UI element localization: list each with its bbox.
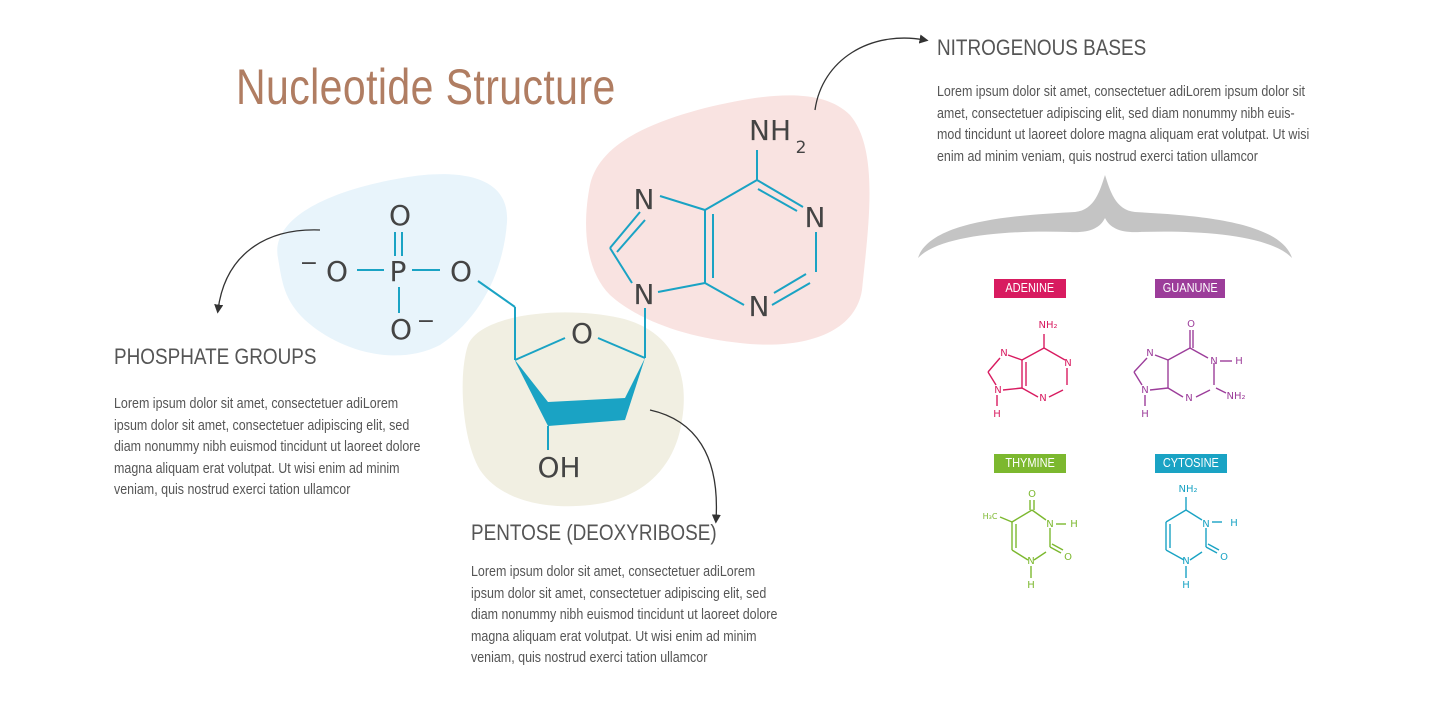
adenine-label-n-c: N xyxy=(1000,348,1007,359)
guanune-small-bonds xyxy=(1133,330,1232,406)
adenine-label-n-a: N xyxy=(1064,358,1071,369)
base-blob xyxy=(586,95,870,345)
phosphate-bonds xyxy=(357,232,516,313)
atom-n-imid-top: N xyxy=(634,183,655,216)
guanune-label-o: O xyxy=(1187,319,1195,330)
thymine-label-ch3: H₃C xyxy=(983,512,998,521)
phosphate-text: Lorem ipsum dolor sit amet, consectetuer… xyxy=(114,394,458,502)
cytosine-label-o: O xyxy=(1220,552,1228,563)
atom-nh: NH xyxy=(749,114,791,147)
badge-thymine-label: THYMINE xyxy=(1005,456,1055,470)
cytosine-small-bonds xyxy=(1165,497,1222,578)
bases-heading: NITROGENOUS BASES xyxy=(937,35,1147,60)
atom-nh-sub2: 2 xyxy=(796,138,807,158)
pentose-text-line: veniam, quis nostrud exerci tation ullam… xyxy=(471,650,708,666)
pentose-text-line: diam nonummy nibh euismod tincidunt ut l… xyxy=(471,607,778,623)
arrows xyxy=(214,34,929,524)
atom-n-bottom: N xyxy=(749,290,770,323)
bases-text-line: mod tincidunt ut laoreet dolore magna al… xyxy=(937,127,1310,143)
adenine-bonds xyxy=(609,150,817,320)
adenine-label-n-d: N xyxy=(994,385,1001,396)
atom-o-ring: O xyxy=(571,317,593,350)
arrow-to-bases xyxy=(814,34,929,111)
thymine-label-n-a: N xyxy=(1046,519,1053,530)
cytosine-label-nh2: NH₂ xyxy=(1178,484,1197,495)
adenine-label-n-b: N xyxy=(1039,393,1046,404)
cytosine-label-h2: H xyxy=(1182,580,1190,591)
phosphate-text-line: veniam, quis nostrud exerci tation ullam… xyxy=(114,482,351,498)
bases-text-line: Lorem ipsum dolor sit amet, consectetuer… xyxy=(937,84,1306,100)
phosphate-blob xyxy=(277,174,508,356)
adenine-label-h: H xyxy=(993,409,1001,420)
charge-minus-left: − xyxy=(300,251,318,276)
thymine-label-h1: H xyxy=(1070,519,1078,530)
atom-o-top: O xyxy=(389,199,411,232)
guanune-label-h2: H xyxy=(1141,409,1149,420)
pentose-text-line: ipsum dolor sit amet, consectetuer adipi… xyxy=(471,585,767,602)
atom-p: P xyxy=(390,255,407,288)
badge-thymine: THYMINE xyxy=(994,454,1066,473)
atom-oh: OH xyxy=(537,451,580,484)
charge-minus-bottom: − xyxy=(417,309,435,334)
atom-o-bottom: O xyxy=(390,313,412,346)
badge-cytosine: CYTOSINE xyxy=(1155,454,1227,473)
sugar-ring xyxy=(514,307,646,450)
guanune-label-nh2: NH₂ xyxy=(1226,391,1245,402)
adenine-label-nh2: NH₂ xyxy=(1038,320,1057,331)
badge-adenine-label: ADENINE xyxy=(1005,281,1055,295)
atom-o-right: O xyxy=(450,255,472,288)
thymine-label-h2: H xyxy=(1027,580,1035,591)
badge-cytosine-label: CYTOSINE xyxy=(1162,456,1220,470)
pentose-text-line: magna aliquam erat volutpat. Ut wisi eni… xyxy=(471,628,757,645)
cytosine-label-n-a: N xyxy=(1202,519,1209,530)
page-title: Nucleotide Structure xyxy=(236,59,616,115)
atom-o-left: O xyxy=(326,255,348,288)
adenine-small-bonds xyxy=(987,334,1068,406)
bases-text: Lorem ipsum dolor sit amet, consectetuer… xyxy=(937,82,1350,168)
atom-n-glycosidic: N xyxy=(634,278,655,311)
arrow-to-phosphate xyxy=(214,229,321,314)
pentose-text: Lorem ipsum dolor sit amet, consectetuer… xyxy=(471,562,815,670)
thymine-label-o2: O xyxy=(1064,552,1072,563)
bases-text-line: amet, consectetuer adipiscing elit, sed … xyxy=(937,105,1295,122)
bases-text-line: enim ad minim veniam, quis nostrud exerc… xyxy=(937,148,1258,165)
thymine-label-o1: O xyxy=(1028,489,1036,500)
guanune-label-n-d: N xyxy=(1141,385,1148,396)
cytosine-label-h1: H xyxy=(1230,518,1238,529)
guanune-label-n-c: N xyxy=(1146,348,1153,359)
thymine-small-bonds xyxy=(999,500,1066,578)
guanune-label-h1: H xyxy=(1235,356,1243,367)
thymine-label-n-b: N xyxy=(1027,556,1034,567)
phosphate-text-line: magna aliquam erat volutpat. Ut wisi eni… xyxy=(114,460,400,477)
phosphate-text-line: ipsum dolor sit amet, consectetuer adipi… xyxy=(114,417,410,434)
pentose-text-line: Lorem ipsum dolor sit amet, consectetuer… xyxy=(471,564,756,580)
guanune-label-n-a: N xyxy=(1210,356,1217,367)
phosphate-heading: PHOSPHATE GROUPS xyxy=(114,344,317,369)
pentose-heading: PENTOSE (DEOXYRIBOSE) xyxy=(471,520,717,545)
guanune-label-n-b: N xyxy=(1185,393,1192,404)
badge-adenine: ADENINE xyxy=(994,279,1066,298)
phosphate-text-line: Lorem ipsum dolor sit amet, consectetuer… xyxy=(114,396,399,412)
badge-guanune: GUANUNE xyxy=(1155,279,1225,298)
atom-n-right: N xyxy=(805,201,826,234)
badge-guanune-label: GUANUNE xyxy=(1162,281,1218,295)
arrow-to-pentose xyxy=(649,409,721,524)
bracket-brace xyxy=(918,175,1292,258)
cytosine-label-n-b: N xyxy=(1182,556,1189,567)
phosphate-text-line: diam nonummy nibh euismod tincidunt ut l… xyxy=(114,439,421,455)
